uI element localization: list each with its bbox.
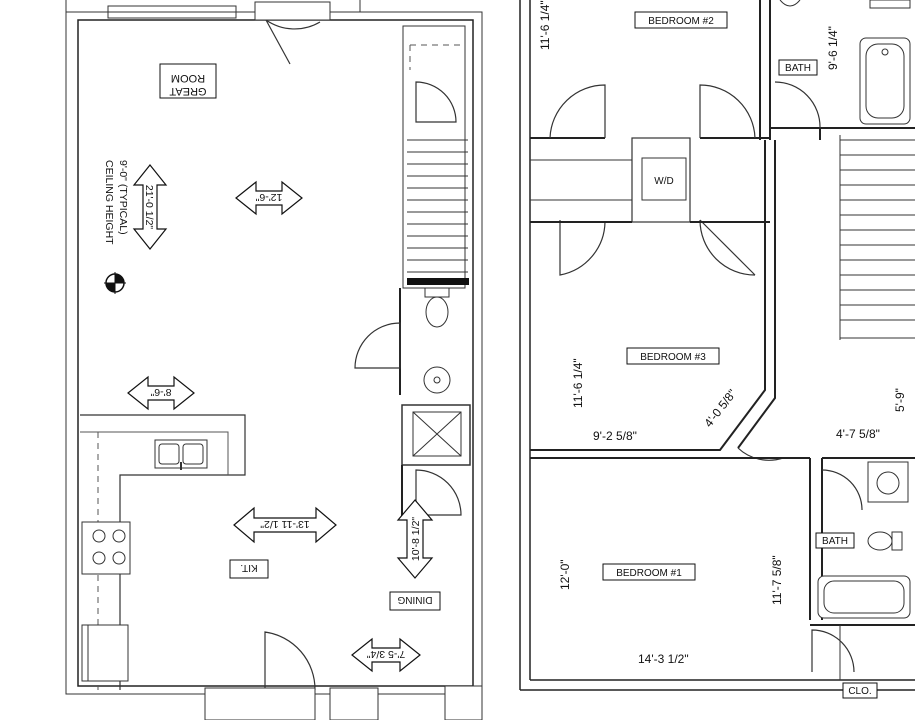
second-floor-plan: W/D [519,0,915,699]
svg-text:KIT.: KIT. [240,562,257,573]
bedroom1-label: BEDROOM #1 [602,563,696,581]
svg-text:CLO.: CLO. [848,686,871,697]
svg-text:21'-0 1/2": 21'-0 1/2" [143,185,155,230]
bedroom2-door [549,84,606,139]
cooktop [81,521,131,575]
dim-lower-bath-depth: 11'-7 5/8" [770,555,784,605]
dim-bed3-width: 9'-2 5/8" [593,429,637,443]
dim-dining-depth: 10'-8 1/2" [396,499,434,579]
svg-text:CEILING HEIGHT: CEILING HEIGHT [103,160,115,245]
svg-text:ROOM: ROOM [171,72,205,84]
kitchen-sink [154,439,208,470]
dim-kitchen-bar: 8'-6" [127,375,195,411]
stair-treads [407,139,468,273]
dim-bed1-width: 14'-3 1/2" [638,652,689,666]
rear-door [264,631,316,691]
svg-text:13'-11 1/2": 13'-11 1/2" [260,518,310,530]
svg-text:BEDROOM #2: BEDROOM #2 [648,16,714,27]
bedroom1-door [737,447,784,461]
washer-dryer [641,157,687,201]
svg-text:12'-6": 12'-6" [255,191,282,203]
svg-text:DINING: DINING [397,594,432,605]
svg-text:BEDROOM #1: BEDROOM #1 [616,568,682,579]
pantry-door [415,469,462,516]
svg-text:7'-5 3/4": 7'-5 3/4" [367,648,406,660]
refrigerator [81,624,129,682]
dim-bed3-depth: 11'-6 1/4" [571,358,585,408]
svg-text:9'-0" (TYPICAL): 9'-0" (TYPICAL) [117,160,129,235]
first-floor-plan: GREAT ROOM KIT. DINING 9'-0" (TYPICAL) C… [65,0,483,720]
second-floor-stair [839,135,915,340]
dim-bed1-depth: 12'-0" [558,559,572,590]
entry-door [265,19,291,65]
upper-bath-label: BATH [778,59,818,76]
first-floor-stair [402,25,466,289]
bedroom2-closet-door [699,84,756,139]
kitchen-label: KIT. [229,559,269,579]
bedroom3-door [559,220,606,276]
dining-label: DINING [389,591,441,611]
sink [423,366,451,394]
svg-text:BATH: BATH [822,536,848,547]
section-marker [104,272,126,294]
half-bath-door [354,322,401,369]
dim-bed3-angle: 4'-0 5/8" [701,387,739,430]
lower-bath-toilet [867,531,903,551]
bedroom2-label: BEDROOM #2 [634,11,728,29]
dim-kitchen-width: 13'-11 1/2" [233,506,337,544]
upper-bath-door [774,81,821,129]
entry-door-frame [254,1,331,21]
lower-bath-label: BATH [815,532,855,549]
closet-door-lower [811,629,855,673]
svg-text:BATH: BATH [785,63,811,74]
closet-door [415,81,457,123]
dim-hall-width: 4'-7 5/8" [836,427,880,441]
svg-text:10'-8 1/2": 10'-8 1/2" [410,517,422,562]
lower-bath-door [821,469,863,511]
svg-text:GREAT: GREAT [169,85,206,97]
dim-great-room-width: 12'-6" [235,180,303,216]
dim-dining-width: 7'-5 3/4" [351,637,421,673]
dim-upper-bath-depth: 9'-6 1/4" [826,26,840,70]
closet-label: CLO. [842,682,878,699]
washer-dryer-label: W/D [654,176,673,187]
toilet [424,287,450,328]
svg-text:BEDROOM #3: BEDROOM #3 [640,352,706,363]
svg-text:8'-6": 8'-6" [150,386,171,398]
ceiling-height-note: 9'-0" (TYPICAL) CEILING HEIGHT [103,160,129,245]
bedroom3-label: BEDROOM #3 [626,347,720,365]
stair-landing-bar [407,278,469,285]
bedroom3-closet-door [699,219,756,276]
dim-great-room-height: 21'-0 1/2" [132,164,168,250]
dim-hall-depth: 5'-9" [893,388,907,412]
great-room-label: GREAT ROOM [159,63,217,99]
dim-bed2-depth: 11'-6 1/4" [538,0,552,50]
